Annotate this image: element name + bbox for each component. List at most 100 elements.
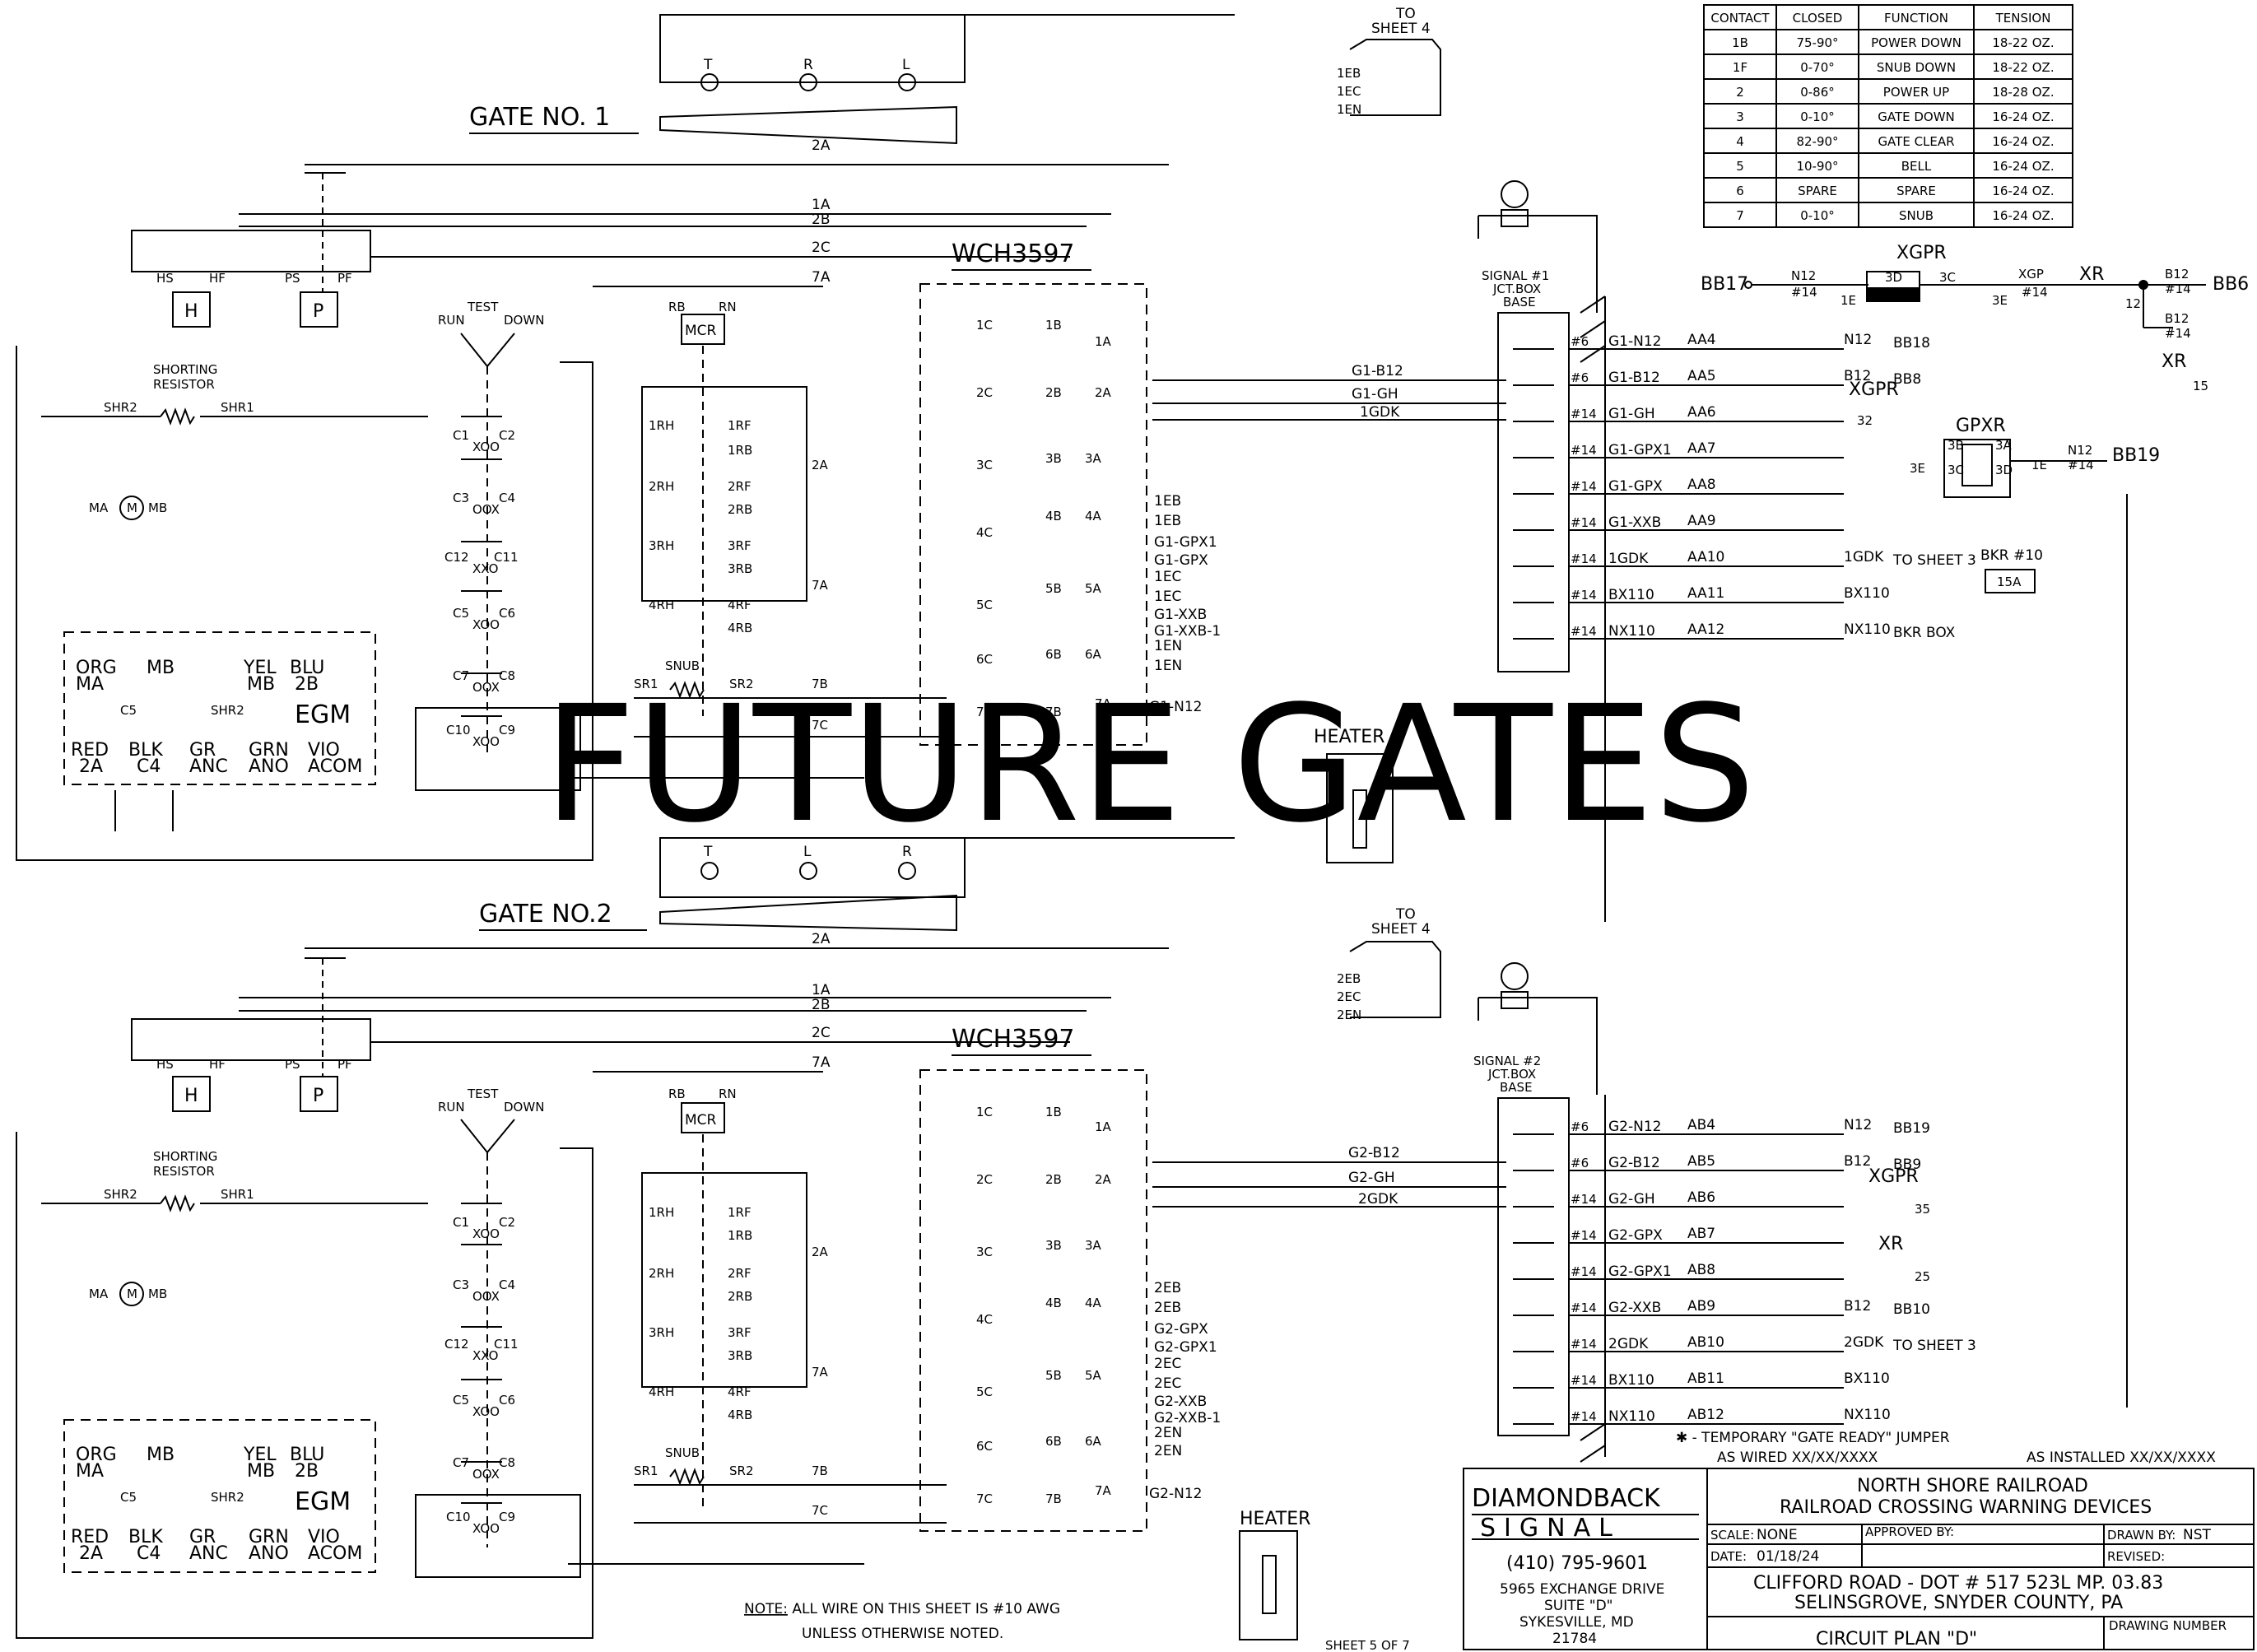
c5-state: XOO — [472, 617, 500, 632]
egm-acom: ACOM — [308, 756, 362, 777]
g2-rf1: 1RF — [728, 1205, 752, 1220]
jct-term-label: AB5 — [1687, 1153, 1715, 1170]
tb-company1: DIAMONDBACK — [1472, 1484, 1661, 1513]
jct-gauge: #14 — [1571, 1192, 1597, 1207]
jct-end: BB9 — [1893, 1156, 1921, 1173]
rp-3a: 3A — [1995, 438, 2013, 453]
gate2-arm-icon — [659, 894, 957, 932]
jct-gauge: #14 — [1571, 1337, 1597, 1352]
g2-rh-7a: 7A — [812, 1365, 829, 1380]
gate2-lamp-l-icon — [799, 862, 817, 880]
gate2-outer-loop — [16, 1132, 593, 1639]
gate2-terminal-labels: 2EB 2EB G2-GPX G2-GPX1 2EC 2EC G2-XXB G2… — [1149, 1145, 1400, 1502]
jct-wire-label: G1-GPX — [1608, 478, 1663, 495]
g2-xgpr-num: 35 — [1915, 1202, 1930, 1217]
gate2-mcr — [681, 1102, 725, 1133]
table-cell: 6 — [1736, 184, 1744, 198]
gate1-ma: MA — [89, 500, 109, 515]
rp-bb6: BB6 — [2213, 274, 2249, 295]
g2-cam-4b: 4B — [1045, 1296, 1062, 1310]
cam-2a: 2A — [1095, 385, 1112, 400]
gate2-down: DOWN — [504, 1100, 544, 1115]
t-g1-xxb: G1-XXB — [1154, 607, 1207, 623]
jct-gauge: #14 — [1571, 443, 1597, 458]
g2-rh4: 4RH — [649, 1384, 674, 1399]
rp-xgp: XGP — [2018, 267, 2044, 282]
egm-2b: 2B — [295, 674, 319, 695]
gate1-relay-h — [172, 291, 211, 328]
t-g1-gpx: G1-GPX — [1154, 552, 1208, 569]
cam-2b: 2B — [1045, 385, 1062, 400]
g2-egm-anc: ANC — [189, 1543, 228, 1564]
gate1-lamp-r: R — [803, 57, 813, 73]
g2-c3-state: OOX — [472, 1289, 500, 1304]
jct-wire-label: BX110 — [1608, 1372, 1654, 1389]
jct-gauge: #6 — [1571, 1119, 1589, 1134]
jct-dest: B12 — [1844, 1298, 1871, 1315]
t-g1-xxb1: G1-XXB-1 — [1154, 623, 1221, 640]
table-cell: SNUB — [1899, 208, 1934, 223]
jct-gauge: #14 — [1571, 1264, 1597, 1279]
c12-state: XXO — [472, 561, 498, 576]
heater-element — [1262, 1555, 1277, 1614]
signal1-l1: SIGNAL #1 — [1482, 268, 1549, 283]
t-1ec-b: 1EC — [1154, 589, 1181, 605]
rp-1e: 1E — [1841, 293, 1856, 308]
jct-dest: B12 — [1844, 1153, 1871, 1170]
gate1-title: GATE NO. 1 — [469, 103, 610, 132]
t2-2en-a: 2EN — [1154, 1425, 1182, 1441]
gate1-hf: HF — [209, 271, 226, 286]
gate1-down: DOWN — [504, 313, 544, 328]
c4: C4 — [499, 491, 515, 505]
gate2-lamp-t: T — [703, 844, 713, 860]
gate2-mcr-label: MCR — [685, 1112, 717, 1128]
egm-c4: C4 — [137, 756, 161, 777]
jct-gauge: #6 — [1571, 334, 1589, 349]
g2-c12-state: XXO — [472, 1348, 498, 1363]
rp-3d-b: 3D — [1995, 463, 2013, 477]
table-cell: SNUB DOWN — [1877, 60, 1956, 75]
g2-cam-3b: 3B — [1045, 1238, 1062, 1253]
gate1-m: M — [127, 500, 137, 515]
table-header-cell: FUNCTION — [1884, 11, 1948, 26]
heater-top-label: HEATER — [1314, 727, 1384, 747]
egm-ano: ANO — [249, 756, 289, 777]
g2-egm-shr2: SHR2 — [211, 1490, 244, 1505]
gate2-label-2b: 2B — [812, 997, 830, 1013]
rp-xr-b: XR — [2162, 351, 2186, 372]
c10: C10 — [446, 723, 471, 738]
g2-cam-3a: 3A — [1085, 1238, 1102, 1253]
g2-cam-2c: 2C — [976, 1172, 993, 1187]
gate2-sheet: SHEET 4 — [1371, 921, 1431, 938]
jct-gauge: #14 — [1571, 1228, 1597, 1243]
jct-term-label: AA4 — [1687, 332, 1716, 348]
gate1-label-2a: 2A — [812, 137, 831, 154]
cam-1a: 1A — [1095, 334, 1112, 349]
g2-cam-6b: 6B — [1045, 1434, 1062, 1449]
t2-g2-xxb1: G2-XXB-1 — [1154, 1410, 1221, 1426]
jct-wire-label: G2-GPX1 — [1608, 1263, 1672, 1280]
table-cell: 4 — [1736, 134, 1744, 149]
rp-bkr-val: 15A — [1997, 575, 2022, 589]
table-cell: BELL — [1901, 159, 1932, 174]
cam-4b: 4B — [1045, 509, 1062, 524]
gate2-ground-hatch — [1580, 1423, 1606, 1463]
jct-term-label: AB12 — [1687, 1407, 1724, 1423]
table-cell: 2 — [1736, 85, 1744, 100]
jct-end: BB18 — [1893, 335, 1930, 351]
jct-term-label: AB7 — [1687, 1226, 1715, 1242]
table-cell: 75-90° — [1796, 35, 1838, 50]
t2-2ec-a: 2EC — [1154, 1356, 1181, 1372]
gate1-lamp-t: T — [703, 57, 713, 73]
table-cell: SPARE — [1798, 184, 1837, 198]
jct-dest: BX110 — [1844, 585, 1890, 602]
jct-gauge: #14 — [1571, 1373, 1597, 1388]
rp-w14: #14 — [1791, 285, 1817, 300]
gate2-signal-icon — [1501, 962, 1529, 990]
